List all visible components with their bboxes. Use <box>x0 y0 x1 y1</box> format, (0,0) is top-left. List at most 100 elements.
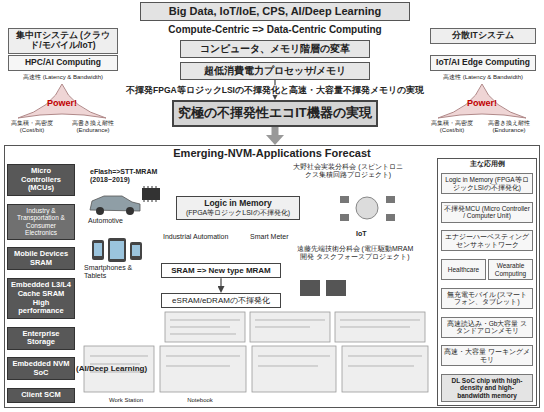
chip-pins <box>144 186 156 202</box>
segment-box-text: Client SCM <box>10 391 72 400</box>
application-box-text: エナジーハーベスティング センサネットワーク <box>444 233 530 248</box>
application-box-text: Logic in Memory (FPGA等ロジックLSIの不揮発化) <box>444 176 530 191</box>
goal-box: 究極の不揮発性エコIT機器の実現 <box>172 100 378 127</box>
segment-box: Industry & Transportation & Consumer Ele… <box>7 204 75 240</box>
technology-box: Logic in Memory(FPGA等ロジックLSIの不揮発化) <box>176 196 300 220</box>
application-box: エナジーハーベスティング センサネットワーク <box>441 230 533 251</box>
phone-screen <box>132 245 140 256</box>
car-wheel <box>96 207 104 215</box>
trend-note: eFlash=>STT-MRAM (2018~2019) <box>90 168 182 184</box>
application-box-text: Healthcare <box>444 266 483 273</box>
application-label: Smartphones & Tablets <box>84 264 150 280</box>
device-icon <box>386 214 395 221</box>
thumbnail-caption: Work Station <box>96 397 156 404</box>
segment-box-text: Mobile Devices SRAM <box>10 250 72 267</box>
application-box-text: 無充電モバイル (スマートフォン、タブレット) <box>444 291 530 306</box>
car-icon <box>90 196 140 215</box>
iot-cloud-icon <box>340 196 395 221</box>
phone-screen <box>94 243 102 256</box>
process-box: コンピュータ、メモリ階層の変革 <box>180 40 370 58</box>
application-label: Automotive <box>88 217 148 225</box>
application-box: 高速読込み・Gb大容量 スタンドアロンメモリ <box>441 317 533 338</box>
segment-box-text: Industry & Transportation & Consumer Ele… <box>10 207 72 237</box>
application-box: Healthcare <box>441 259 486 280</box>
axis-label: 高書き換え耐性 (Endurance) <box>480 120 538 134</box>
application-label: IoT <box>356 230 386 238</box>
technology-box-text: Logic in Memory <box>180 199 296 209</box>
phone-body <box>92 240 104 260</box>
device-icon <box>340 214 349 221</box>
system-box-text: 集中ITシステム (クラウド/モバイル/IoT) <box>12 31 114 51</box>
technology-box-text: (FPGA等ロジックLSIの不揮発化) <box>180 209 296 217</box>
segment-box: Micro Controllers (MCUs) <box>7 164 75 196</box>
axis-label: 高集積・高密度 (Cost/bit) <box>422 120 482 134</box>
figure-thumbnail <box>252 346 336 392</box>
cloud-shape <box>356 197 378 219</box>
system-box-text: HPC/AI Computing <box>12 58 114 68</box>
application-label: (AI/Deep Learning) <box>76 364 166 373</box>
segment-box: Client SCM <box>7 388 75 403</box>
segment-box: Mobile Devices SRAM <box>7 247 75 270</box>
flow-arrow <box>220 278 221 286</box>
axis-label: 高速性 (Latency & Bandwidth) <box>428 74 538 81</box>
application-label: Industrial Automation <box>163 233 245 241</box>
segment-box: Embedded L3/L4 Cache SRAM High performan… <box>7 278 75 319</box>
thumbnail-detail <box>90 320 422 372</box>
segment-box: Embedded NVM SoC <box>7 357 75 380</box>
application-box-text: 高速読込み・Gb大容量 スタンドアロンメモリ <box>444 320 530 335</box>
device-icon <box>340 196 349 203</box>
application-box: 不揮発MCU (Micro Controller / Computer Unit… <box>441 202 533 223</box>
figure-thumbnail <box>160 346 246 392</box>
top-banner-text: Big Data, IoT/IoE, CPS, AI/Deep Learning <box>145 5 405 18</box>
process-box-text: 超低消費電力プロセッサ/メモリ <box>185 65 365 77</box>
thumbnail-lines <box>90 320 422 372</box>
phone-body <box>130 242 142 260</box>
application-box: 無充電モバイル (スマートフォン、タブレット) <box>441 288 533 309</box>
technology-box: SRAM => New type MRAM <box>161 263 281 278</box>
device-icon <box>386 196 395 203</box>
segment-box-text: Embedded NVM SoC <box>10 360 72 377</box>
process-box: 超低消費電力プロセッサ/メモリ <box>180 62 370 80</box>
axis-label: 高書き換え耐性 (Endurance) <box>63 120 123 134</box>
figure-thumbnails <box>84 312 428 392</box>
goal-box-text: 究極の不揮発性エコIT機器の実現 <box>178 106 372 121</box>
application-box: 高速・大容量 ワーキングメモリ <box>441 345 533 366</box>
technology-box-text: SRAM => New type MRAM <box>165 266 277 275</box>
segment-box-text: Enterprise Storage <box>10 330 72 347</box>
application-box-text: 高速・大容量 ワーキングメモリ <box>444 348 530 363</box>
segment-box: Enterprise Storage <box>7 327 75 350</box>
figure-thumbnail <box>342 346 428 392</box>
process-box-text: コンピュータ、メモリ階層の変革 <box>185 43 365 55</box>
technology-box-text: eSRAM/eDRAMの不揮発化 <box>165 296 277 305</box>
paradigm-note: Compute-Centric => Data-Centric Computin… <box>140 24 410 36</box>
application-panel: 主な応用例Logic in Memory (FPGA等ロジックLSIの不揮発化)… <box>437 158 537 406</box>
technology-box: eSRAM/eDRAMの不揮発化 <box>161 293 281 308</box>
axis-label: 高速性 (Latency & Bandwidth) <box>8 74 118 81</box>
chip-body <box>300 280 320 296</box>
edge-label: 不揮発FPGA等ロジックLSIの不揮発化と高速・大容量不揮発メモリの実現 <box>123 85 427 95</box>
car-wheel <box>126 207 134 215</box>
system-box: IoT/AI Edge Computing <box>430 55 536 71</box>
system-box: HPC/AI Computing <box>8 55 118 71</box>
project-note: 大野社会実装分科会 (スピントロニクス集積回路プロジェクト) <box>292 163 404 179</box>
application-box: DL SoC chip with high-density and high-b… <box>441 374 533 402</box>
triangle-shape <box>18 84 106 118</box>
segment-box-text: Micro Controllers (MCUs) <box>10 167 72 193</box>
system-box-text: 分散ITシステム <box>434 31 532 41</box>
application-box-text: Wearable Computing <box>491 262 530 277</box>
system-box: 分散ITシステム <box>430 28 536 44</box>
project-note: 遠藤先端技術分科会 (電圧駆動MRAM開発 タスクフォースプロジェクト) <box>296 245 414 261</box>
segment-box-text: Embedded L3/L4 Cache SRAM High performan… <box>10 281 72 316</box>
mram-chip-icon <box>300 280 346 296</box>
chip-body <box>142 188 160 200</box>
application-label: Smart Meter <box>250 233 310 241</box>
system-box-text: IoT/AI Edge Computing <box>434 58 532 68</box>
chip-icon <box>142 186 160 202</box>
thumbnail-caption: Notebook <box>170 397 230 404</box>
flow-arrow <box>272 127 279 135</box>
chip-body <box>326 280 346 296</box>
axis-center-label: Power! <box>457 98 507 108</box>
tablet-screen <box>110 241 124 259</box>
application-box-text: 不揮発MCU (Micro Controller / Computer Unit… <box>444 205 530 220</box>
